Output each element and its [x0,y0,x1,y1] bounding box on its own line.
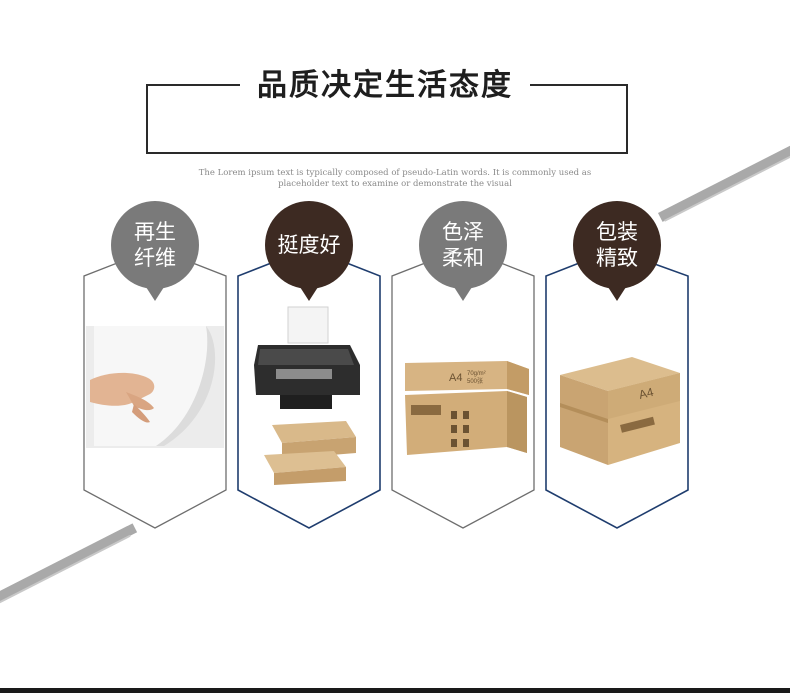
feature-bubble-2: 挺度好 [265,201,353,301]
feature-3-line2: 柔和 [442,246,484,270]
feature-3-line1: 色泽 [442,220,484,244]
box-large-a4-label: A4 [637,385,655,402]
title-rule-right [528,84,626,86]
feature-bubble-4: 包装 精致 [573,201,661,301]
feature-1-line2: 纤维 [134,246,176,270]
paper-box-large-image: A4 [560,357,680,465]
title-rule-left [146,84,242,86]
feature-4-line1: 包装 [596,220,638,244]
feature-2-line1: 挺度好 [277,233,341,257]
subtitle-line-2: placeholder text to examine or demonstra… [278,179,512,189]
box-a4-label: A4 [449,372,462,384]
card-frame-3 [391,257,535,529]
title-frame [146,84,628,154]
bottom-border [0,688,790,693]
page-title: 品质决定生活态度 [240,66,530,106]
feature-1-line1: 再生 [134,220,176,244]
subtitle-line-1: The Lorem ipsum text is typically compos… [198,168,592,178]
box-count-label: 500张 [467,377,483,385]
card-frame-4 [545,257,689,529]
page-subtitle: The Lorem ipsum text is typically compos… [190,168,600,190]
paper-box-image: A4 70g/m² 500张 [405,361,529,455]
feature-4-line2: 精致 [596,246,638,270]
feature-bubble-3: 色泽 柔和 [419,201,507,301]
hand-paper-image [86,326,224,448]
feature-bubble-1: 再生 纤维 [111,201,199,301]
printer-paper-image [254,306,360,485]
box-weight-label: 70g/m² [467,371,486,377]
card-frame-1 [83,257,227,529]
card-frame-2 [237,257,381,529]
